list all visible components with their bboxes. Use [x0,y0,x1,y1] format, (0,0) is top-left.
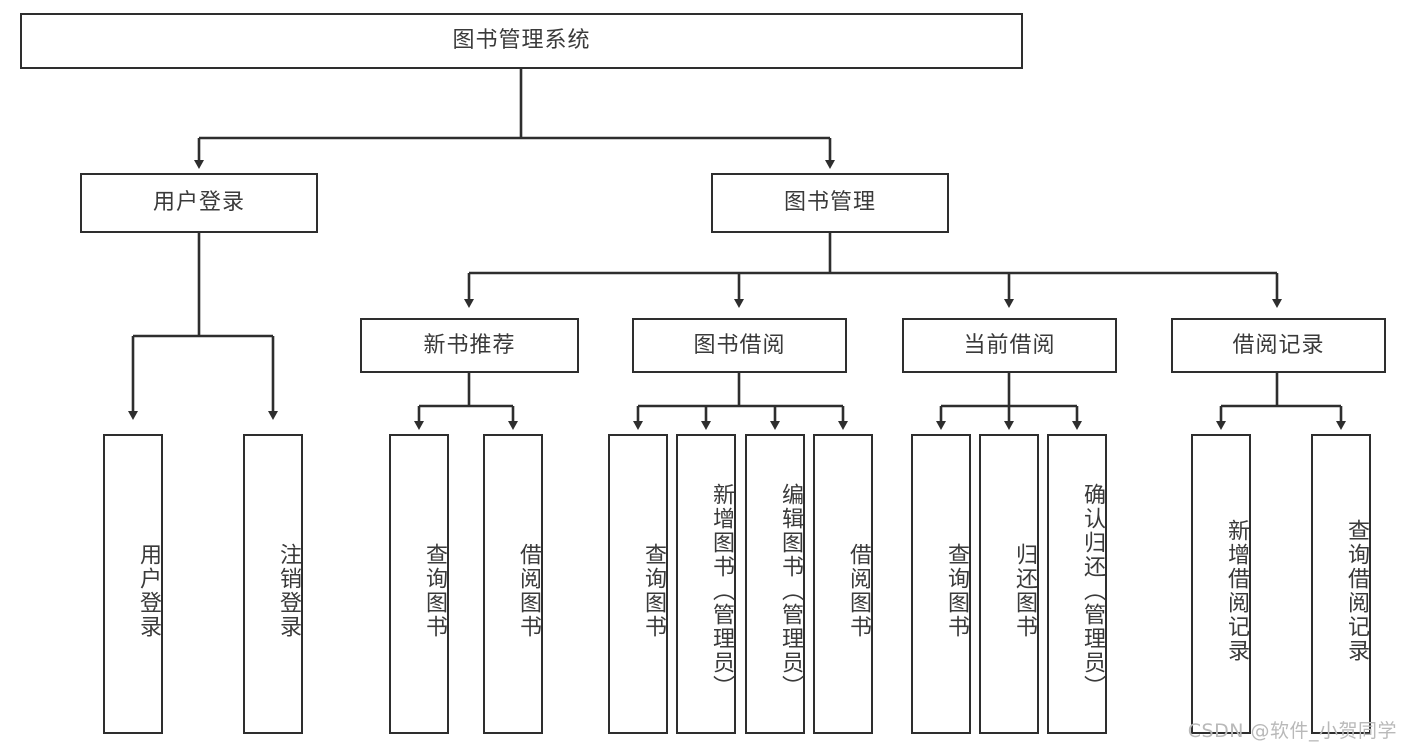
leaf-label: 注销登录 [276,543,301,639]
leaf-current-borrow-confirm-return-admin[interactable]: 确认归还（管理员） [1047,434,1107,734]
node-label: 用户登录 [152,190,245,216]
node-label: 新书推荐 [423,332,516,358]
leaf-user-login-logout[interactable]: 注销登录 [243,434,303,734]
leaf-label: 借阅图书 [516,543,541,639]
leaf-label: 查询图书 [944,543,969,639]
node-label: 当前借阅 [963,332,1056,358]
leaf-label: 查询图书 [422,543,447,639]
csdn-watermark: CSDN @软件_小贺同学 [1187,720,1397,742]
node-label: 图书借阅 [693,332,786,358]
node-borrow-record[interactable]: 借阅记录 [1171,318,1386,373]
node-new-book-recommend[interactable]: 新书推荐 [360,318,579,373]
node-label: 借阅记录 [1232,332,1325,358]
leaf-new-book-borrow-book[interactable]: 借阅图书 [483,434,543,734]
leaf-label: 归还图书 [1012,543,1037,639]
leaf-borrow-record-query-record[interactable]: 查询借阅记录 [1311,434,1371,734]
leaf-current-borrow-query-book[interactable]: 查询图书 [911,434,971,734]
leaf-user-login-login[interactable]: 用户登录 [103,434,163,734]
leaf-label: 新增借阅记录 [1224,519,1249,663]
leaf-book-borrow-edit-book-admin[interactable]: 编辑图书（管理员） [745,434,805,734]
leaf-book-borrow-borrow-book[interactable]: 借阅图书 [813,434,873,734]
node-user-login[interactable]: 用户登录 [80,173,318,233]
leaf-label: 查询图书 [641,543,666,639]
node-label: 图书管理系统 [452,28,591,54]
leaf-label: 借阅图书 [846,543,871,639]
node-book-borrow[interactable]: 图书借阅 [632,318,847,373]
node-book-management[interactable]: 图书管理 [711,173,949,233]
node-current-borrow[interactable]: 当前借阅 [902,318,1117,373]
node-label: 图书管理 [783,190,876,216]
leaf-label: 查询借阅记录 [1344,519,1369,663]
leaf-label: 编辑图书（管理员） [778,483,803,699]
leaf-current-borrow-return-book[interactable]: 归还图书 [979,434,1039,734]
node-root-book-management-system[interactable]: 图书管理系统 [20,13,1023,69]
leaf-label: 新增图书（管理员） [709,483,734,699]
leaf-label: 确认归还（管理员） [1080,483,1105,699]
leaf-borrow-record-add-record[interactable]: 新增借阅记录 [1191,434,1251,734]
leaf-book-borrow-add-book-admin[interactable]: 新增图书（管理员） [676,434,736,734]
leaf-new-book-query-book[interactable]: 查询图书 [389,434,449,734]
leaf-book-borrow-query-book[interactable]: 查询图书 [608,434,668,734]
leaf-label: 用户登录 [136,543,161,639]
